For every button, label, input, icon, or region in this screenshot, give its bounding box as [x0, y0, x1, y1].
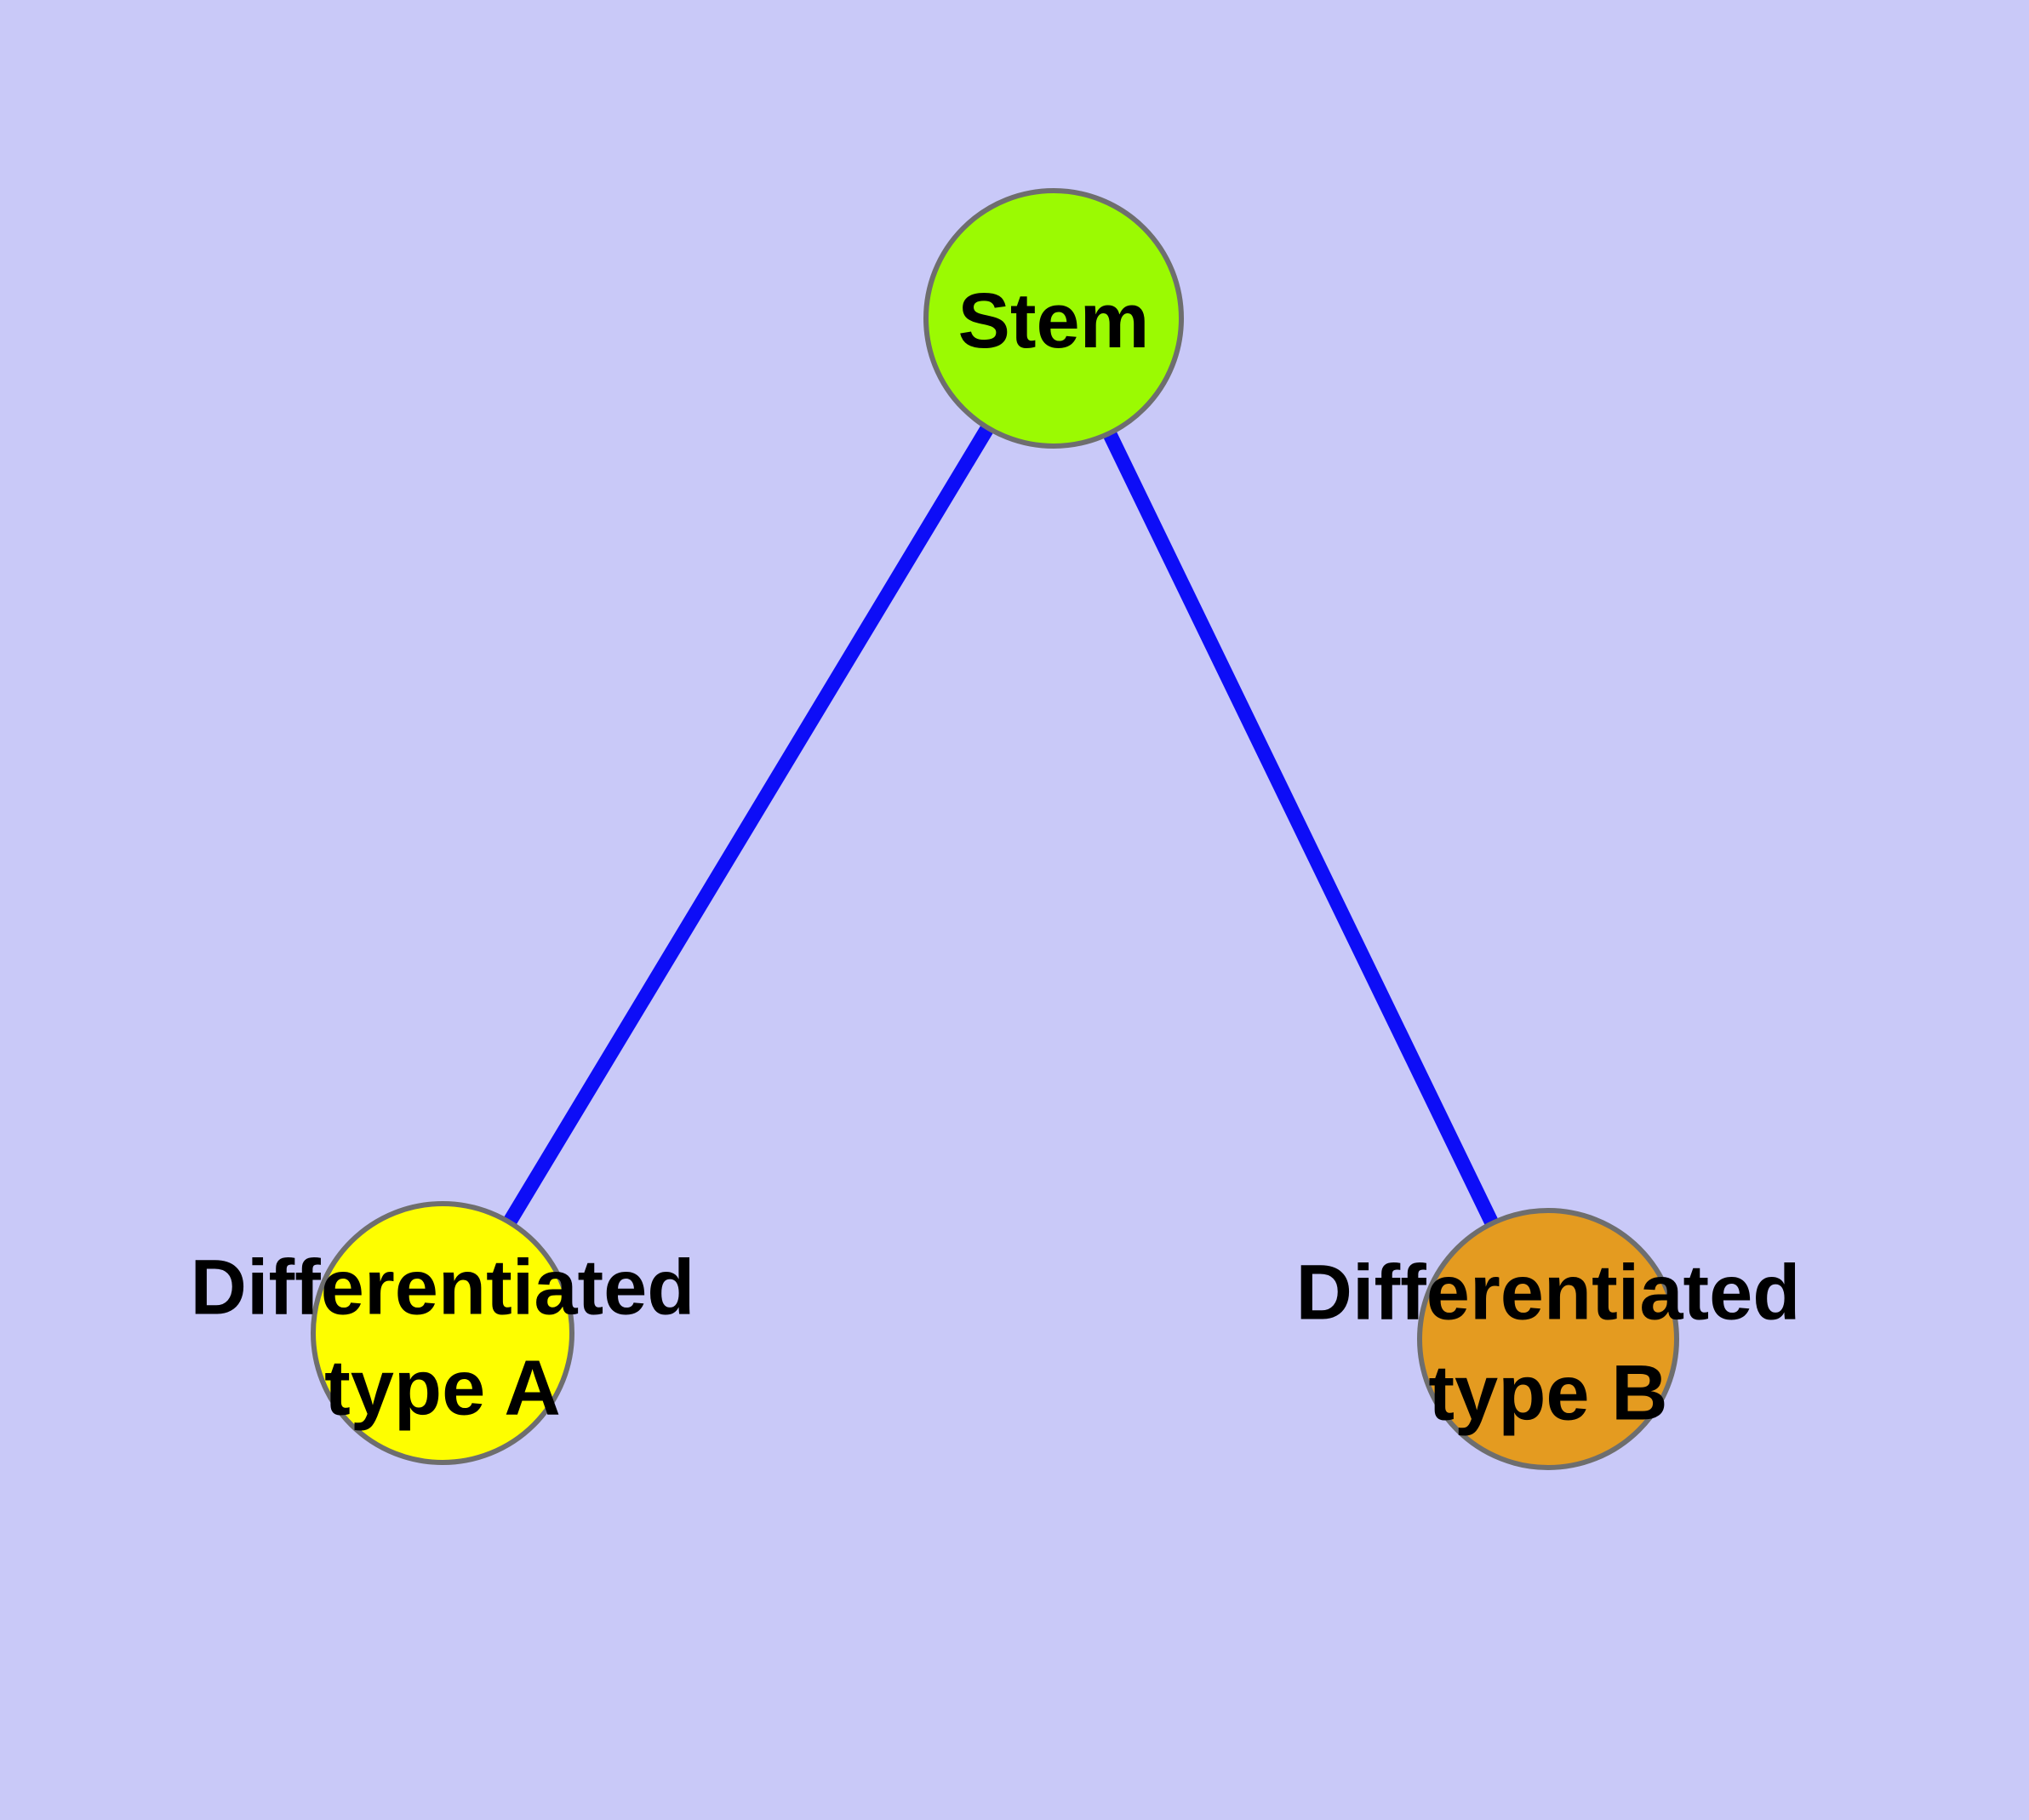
node-differentiated-type-a-label-line2: type A [324, 1344, 561, 1431]
node-differentiated-type-b-label-line1: Differentiated [1295, 1249, 1801, 1336]
node-differentiated-type-a-label-line1: Differentiated [190, 1244, 695, 1331]
node-differentiated-type-b-label-line2: type B [1428, 1349, 1668, 1436]
node-differentiated-type-b-label: Differentiated type B [1296, 1243, 1801, 1444]
node-differentiated-type-a-circle[interactable] [311, 1201, 574, 1465]
edge-stem-to-type-a [436, 314, 1060, 1337]
edge-stem-to-type-b [1047, 315, 1555, 1342]
node-stem-label: Stem [957, 278, 1150, 365]
node-stem-circle[interactable] [923, 188, 1184, 449]
node-differentiated-type-a-label: Differentiated type A [191, 1238, 695, 1439]
node-differentiated-type-b-circle[interactable] [1417, 1208, 1679, 1470]
